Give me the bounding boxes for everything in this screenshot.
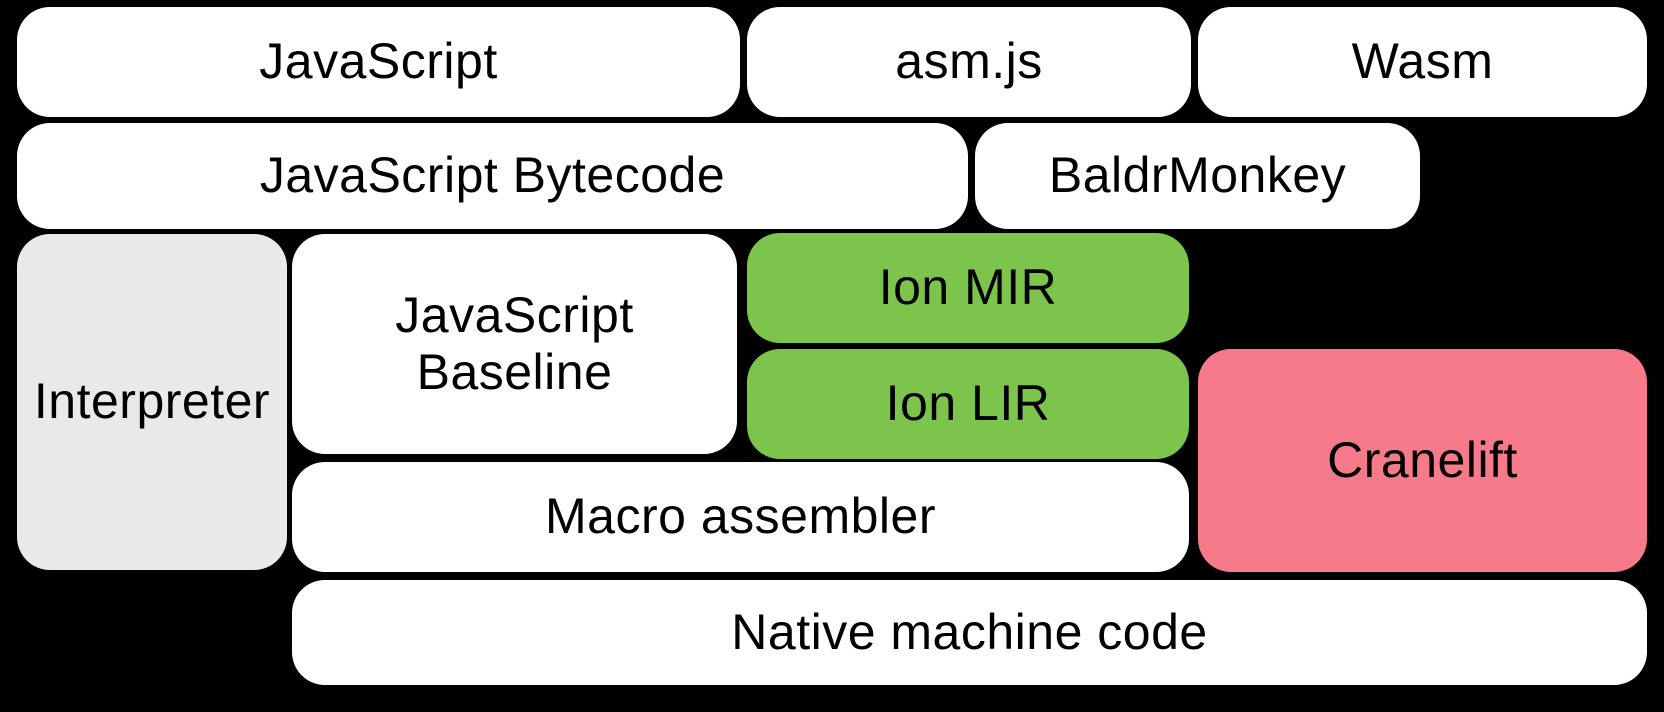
box-javascript-bytecode: JavaScript Bytecode — [17, 123, 968, 229]
box-label-ion-lir: Ion LIR — [885, 375, 1051, 432]
box-label-javascript-baseline: JavaScript Baseline — [395, 286, 634, 401]
box-label-javascript-bytecode: JavaScript Bytecode — [259, 147, 726, 204]
box-label-ion-mir: Ion MIR — [878, 259, 1058, 316]
box-ion-lir: Ion LIR — [747, 349, 1189, 459]
box-wasm: Wasm — [1198, 7, 1647, 117]
box-native-machine-code: Native machine code — [292, 580, 1647, 685]
box-label-javascript: JavaScript — [259, 33, 498, 90]
box-label-native-machine-code: Native machine code — [731, 603, 1208, 660]
box-label-interpreter: Interpreter — [33, 373, 271, 430]
box-javascript: JavaScript — [17, 7, 740, 117]
box-cranelift: Cranelift — [1198, 349, 1647, 572]
box-interpreter: Interpreter — [17, 234, 287, 570]
box-label-baldrmonkey: BaldrMonkey — [1048, 147, 1347, 204]
box-label-macro-assembler: Macro assembler — [545, 488, 936, 545]
box-javascript-baseline: JavaScript Baseline — [292, 234, 737, 454]
box-label-asmjs: asm.js — [895, 33, 1043, 90]
box-label-cranelift: Cranelift — [1327, 431, 1518, 488]
box-label-wasm: Wasm — [1351, 33, 1494, 90]
box-asmjs: asm.js — [747, 7, 1191, 117]
box-baldrmonkey: BaldrMonkey — [975, 123, 1420, 229]
box-ion-mir: Ion MIR — [747, 233, 1189, 343]
box-macro-assembler: Macro assembler — [292, 462, 1189, 572]
